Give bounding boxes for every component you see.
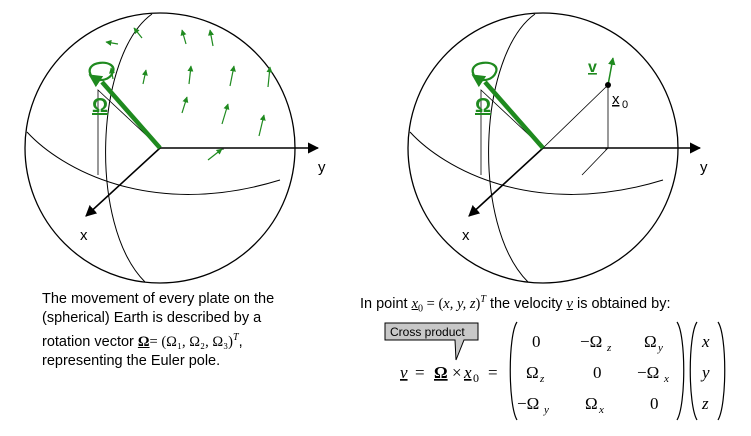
left-caption-line-1: The movement of every plate on the bbox=[42, 291, 275, 307]
left-caption-omega: Ω bbox=[137, 333, 150, 350]
right-caption-vars: x, y, z bbox=[443, 295, 476, 312]
right-axis-y-label: y bbox=[700, 159, 708, 176]
matrix-cell: −Ω bbox=[517, 394, 539, 413]
left-omega-vector bbox=[100, 80, 162, 150]
matrix-sub: z bbox=[539, 373, 545, 385]
velocity-arrow bbox=[607, 57, 616, 86]
vector-cell: x bbox=[701, 332, 710, 351]
left-caption-omega-components: ₁, Ω₂, Ω₃) bbox=[176, 333, 234, 350]
eq-times: × bbox=[452, 363, 462, 382]
right-omega-label: Ω bbox=[475, 95, 491, 117]
right-equator bbox=[409, 131, 664, 195]
matrix-cell: Ω bbox=[644, 332, 657, 351]
left-caption-eq: = (Ω bbox=[149, 333, 177, 350]
matrix-cell: 0 bbox=[593, 363, 602, 382]
matrix-sub: x bbox=[598, 404, 604, 416]
left-caption-transpose: T bbox=[233, 332, 239, 343]
left-projection-lines bbox=[97, 89, 224, 175]
vector-cell: z bbox=[701, 394, 709, 413]
velocity-field-arrows bbox=[105, 27, 273, 161]
cross-product-callout: Cross product bbox=[384, 322, 479, 361]
left-caption-line-3-start: rotation vector bbox=[42, 333, 138, 350]
vector-cell: y bbox=[700, 363, 710, 382]
right-axis-x-label: x bbox=[462, 227, 470, 244]
point-x0-label: x bbox=[612, 91, 620, 108]
right-caption-transpose: T bbox=[480, 294, 486, 305]
left-caption-line-2: (spherical) Earth is described by a bbox=[42, 310, 262, 326]
left-omega-label: Ω bbox=[92, 95, 108, 117]
eq-omega: Ω bbox=[434, 363, 448, 382]
point-x0-marker bbox=[605, 82, 611, 88]
matrix-brackets bbox=[509, 321, 726, 421]
right-caption-intro: In point bbox=[360, 295, 412, 312]
left-x-axis bbox=[85, 147, 161, 217]
left-caption-line-3: rotation vector Ω= (Ω₁, Ω₂, Ω₃)T, bbox=[42, 328, 342, 352]
right-caption-end: is obtained by: bbox=[572, 295, 671, 312]
left-rotation-arrow bbox=[88, 61, 115, 88]
right-radius-to-point bbox=[542, 84, 609, 149]
right-caption-close: ) bbox=[475, 295, 481, 312]
left-caption-comma: , bbox=[238, 333, 243, 350]
left-equator bbox=[26, 131, 281, 195]
matrix-sub: x bbox=[663, 373, 669, 385]
right-meridian bbox=[488, 13, 536, 283]
matrix-sub: y bbox=[543, 404, 549, 416]
right-caption-x0: x bbox=[411, 295, 419, 312]
eq-x: x bbox=[463, 363, 472, 382]
point-x0-subscript: 0 bbox=[622, 99, 628, 111]
matrix-sub: y bbox=[657, 342, 663, 354]
left-caption: The movement of every plate on the (sphe… bbox=[42, 290, 342, 371]
matrix-cell: −Ω bbox=[580, 332, 602, 351]
right-caption-rest: the velocity bbox=[485, 295, 567, 312]
right-rotation-arrow bbox=[471, 61, 498, 88]
matrix-cell: Ω bbox=[585, 394, 598, 413]
right-caption-x0-sub: 0 bbox=[418, 303, 424, 315]
right-point-foot bbox=[581, 147, 609, 176]
right-omega-vector bbox=[483, 80, 545, 150]
matrix-cell: Ω bbox=[526, 363, 539, 382]
left-sphere: Ω y x bbox=[24, 12, 326, 284]
left-meridian bbox=[105, 13, 153, 283]
right-caption-v: v bbox=[566, 295, 573, 312]
left-axis-x-label: x bbox=[80, 227, 88, 244]
left-axis-y-label: y bbox=[318, 159, 326, 176]
left-caption-line-4: representing the Euler pole. bbox=[42, 352, 221, 369]
matrix-sub: z bbox=[606, 342, 612, 354]
matrix-cell: 0 bbox=[650, 394, 659, 413]
right-sphere: Ω v x 0 y x bbox=[407, 12, 708, 284]
right-x-axis bbox=[468, 147, 544, 217]
matrix-cell: −Ω bbox=[637, 363, 659, 382]
right-caption: In point x0 = (x, y, z)T the velocity v … bbox=[360, 290, 750, 319]
right-caption-eq: = ( bbox=[423, 295, 444, 312]
eq-equals-2: = bbox=[488, 363, 498, 382]
callout-label: Cross product bbox=[390, 325, 465, 339]
right-projection-lines bbox=[480, 89, 607, 175]
matrix-cell: 0 bbox=[532, 332, 541, 351]
eq-equals-1: = bbox=[415, 363, 425, 382]
equation: v = Ω × x 0 = 0 −Ω z Ω y Ω z 0 −Ω x −Ω y… bbox=[400, 332, 710, 416]
eq-lhs-v: v bbox=[400, 363, 408, 382]
velocity-label: v bbox=[588, 59, 597, 76]
eq-x-subscript: 0 bbox=[473, 371, 479, 385]
